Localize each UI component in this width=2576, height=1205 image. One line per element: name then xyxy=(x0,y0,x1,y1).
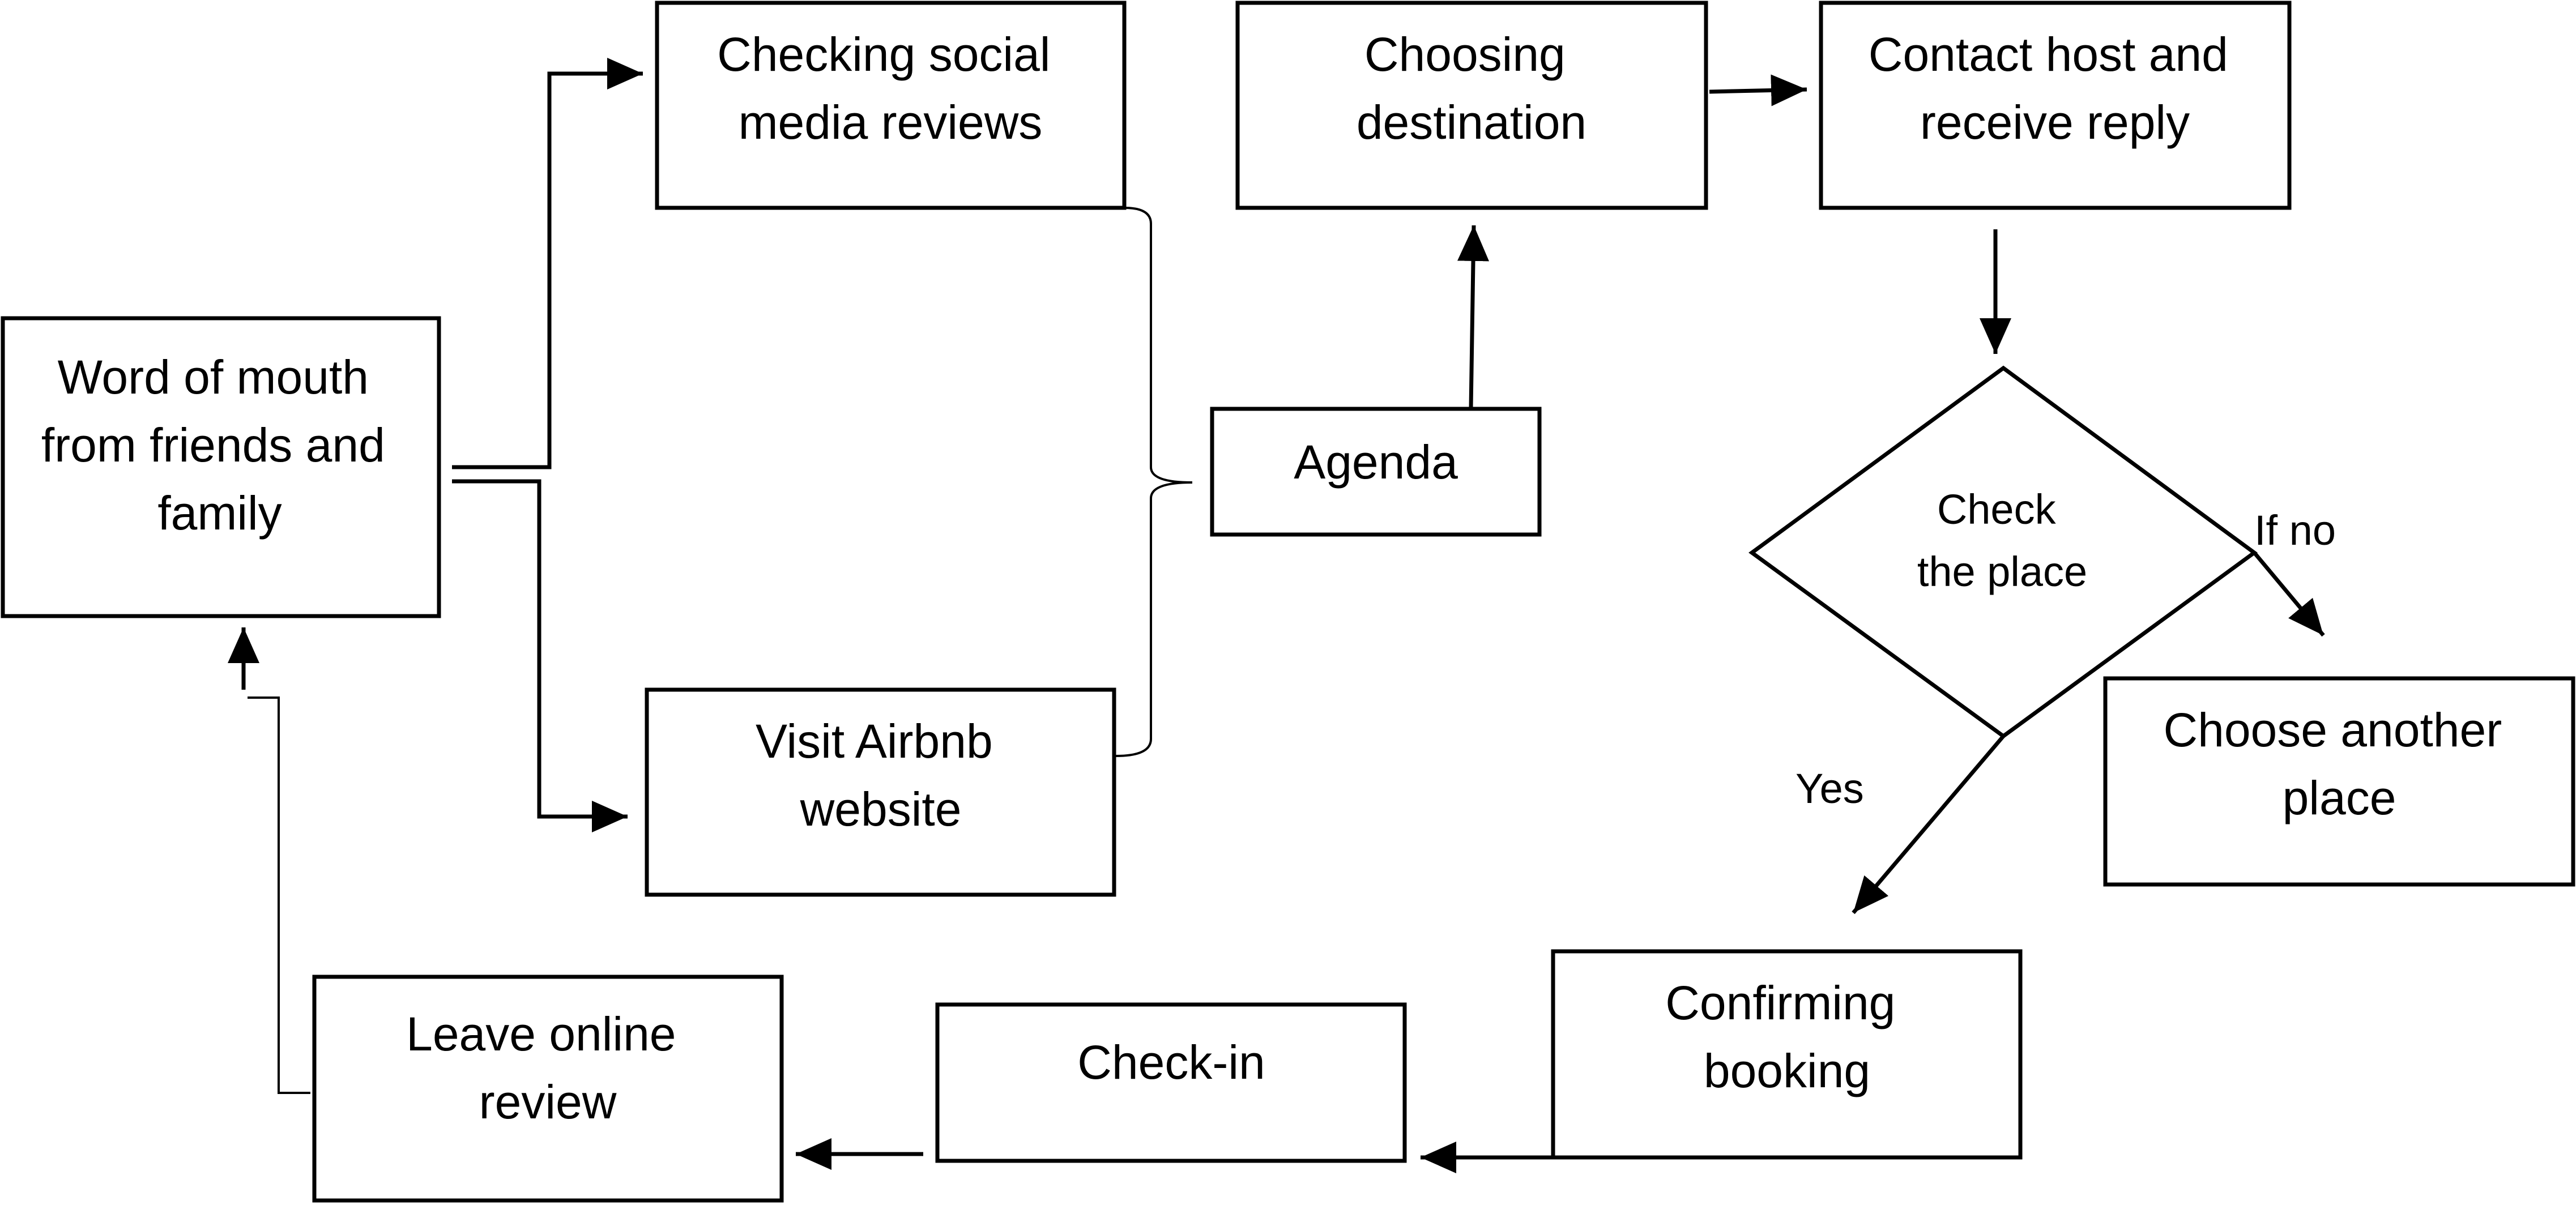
node-confirming-booking: Confirming booking xyxy=(1551,949,2023,1160)
decision-check-the-place-label: Check the place xyxy=(1917,486,2087,595)
node-word-of-mouth: Word of mouth from friends and family xyxy=(1,316,441,618)
brace-reviews-website-to-agenda xyxy=(1115,207,1193,757)
node-social-media-reviews-label: Checking social media reviews xyxy=(717,28,1064,149)
node-leave-online-review-label: Leave online review xyxy=(406,1007,689,1129)
node-choosing-destination-label: Choosing destination xyxy=(1357,28,1586,149)
node-word-of-mouth-label: Word of mouth from friends and family xyxy=(41,351,398,540)
node-choose-another-place-label: Choose another place xyxy=(2163,703,2515,824)
edge-check-place-to-confirming-booking xyxy=(1852,734,2005,915)
edge-label-yes: Yes xyxy=(1795,765,1864,812)
node-check-in-label: Check-in xyxy=(1077,1036,1265,1089)
node-agenda-label: Agenda xyxy=(1294,435,1458,489)
edge-word-of-mouth-to-airbnb-website xyxy=(452,479,628,832)
node-leave-online-review: Leave online review xyxy=(312,975,784,1203)
node-choosing-destination: Choosing destination xyxy=(1235,1,1708,210)
node-visit-airbnb-website: Visit Airbnb website xyxy=(645,687,1116,897)
edge-check-place-to-choose-another xyxy=(2253,551,2325,637)
node-social-media-reviews: Checking social media reviews xyxy=(655,1,1127,210)
node-visit-airbnb-website-label: Visit Airbnb website xyxy=(756,715,1006,836)
edge-agenda-to-choosing-destination xyxy=(1457,225,1490,408)
node-contact-host: Contact host and receive reply xyxy=(1819,1,2292,210)
node-check-in: Check-in xyxy=(935,1002,1407,1163)
edge-label-if-no: If no xyxy=(2254,507,2336,554)
node-agenda: Agenda xyxy=(1210,407,1542,537)
node-contact-host-label: Contact host and receive reply xyxy=(1869,28,2241,149)
node-choose-another-place: Choose another place xyxy=(2103,676,2575,887)
node-confirming-booking-label: Confirming booking xyxy=(1665,976,1908,1097)
edge-leave-review-to-word-of-mouth xyxy=(248,696,310,1094)
edge-choosing-destination-to-contact-host xyxy=(1709,74,1807,106)
edge-word-of-mouth-to-social-reviews xyxy=(452,58,643,469)
